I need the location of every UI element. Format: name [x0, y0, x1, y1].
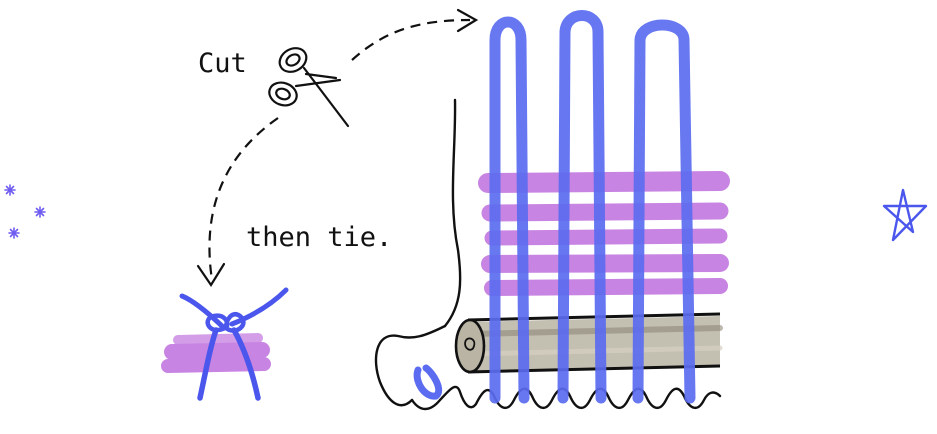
scissors-icon	[268, 47, 350, 128]
star-icon	[882, 188, 928, 242]
cut-arrow	[351, 18, 471, 61]
warp-threads	[489, 10, 696, 404]
side-tie	[413, 364, 443, 400]
cut-arrow-head	[456, 8, 479, 33]
knot-icon	[161, 287, 289, 401]
loom-frame	[374, 98, 722, 411]
tie-arrow-head	[196, 262, 226, 288]
sparkle-icon	[4, 184, 46, 239]
dowel	[454, 312, 723, 374]
tie-arrow	[208, 117, 279, 281]
cut-label: Cut	[198, 48, 247, 79]
tie-label: then tie.	[246, 222, 393, 253]
